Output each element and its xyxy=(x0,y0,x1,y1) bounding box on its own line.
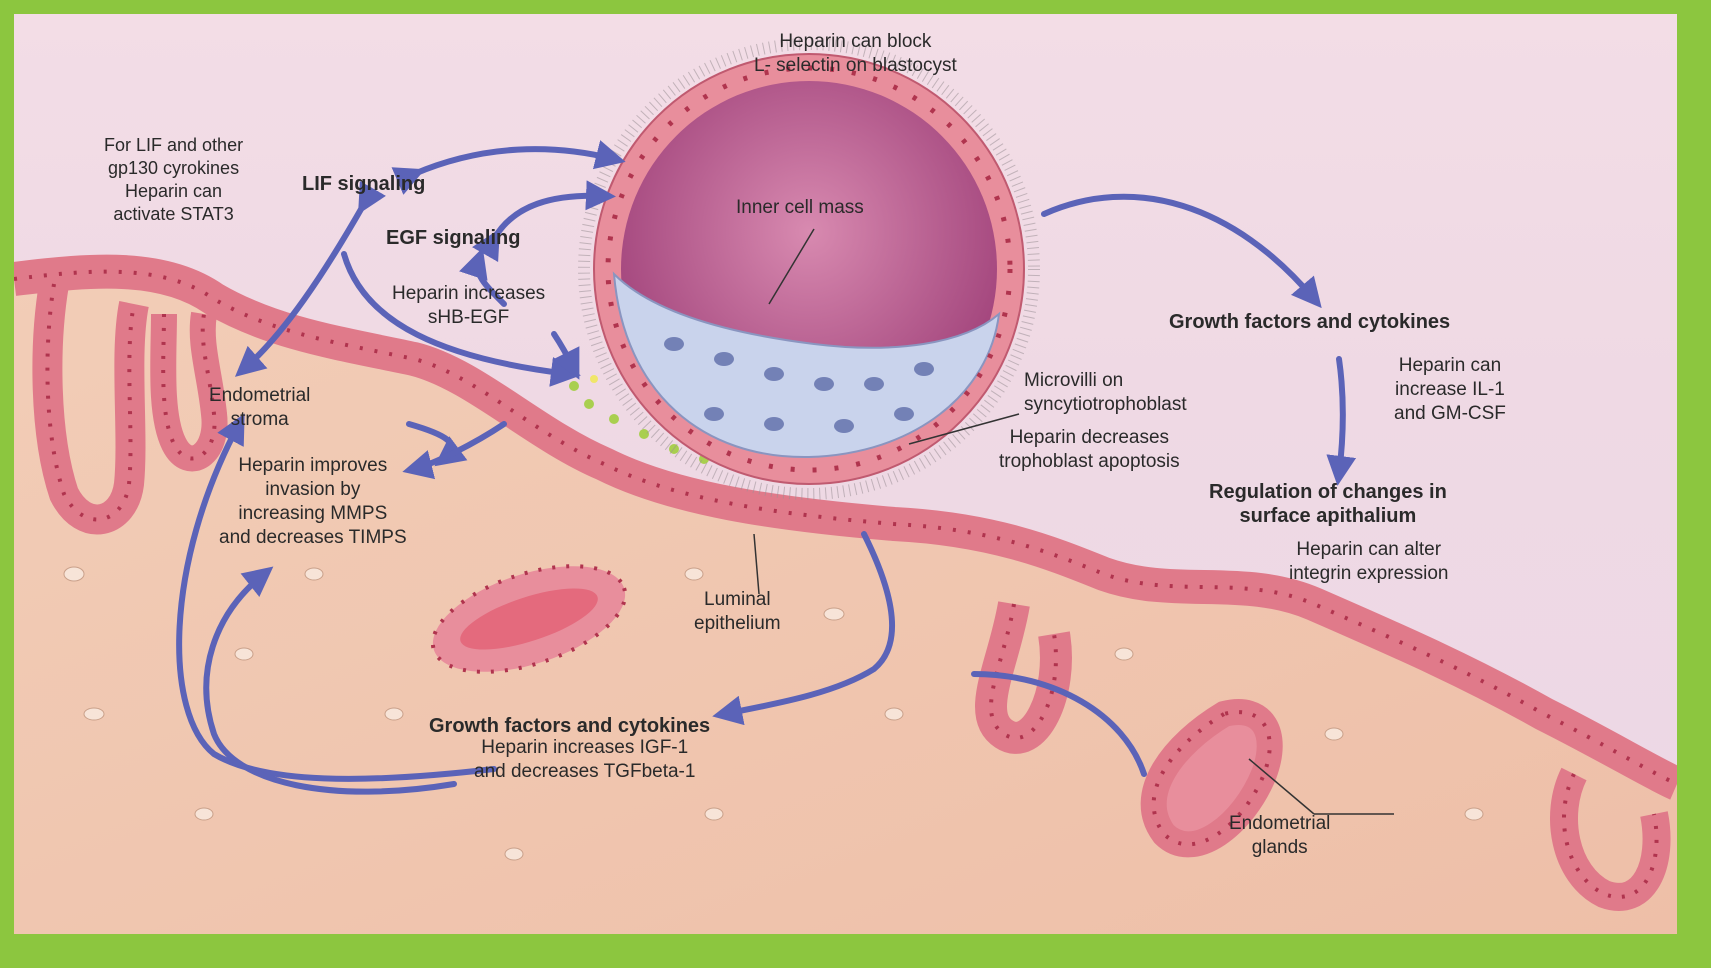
regulation-line-1: Regulation of changes in xyxy=(1209,480,1447,504)
mmps-line-2: invasion by xyxy=(219,478,407,502)
blastocyst xyxy=(584,44,1034,494)
label-integrin: Heparin can alter integrin expression xyxy=(1289,538,1448,586)
lif-cytokines-line-4: activate STAT3 xyxy=(104,203,243,226)
il1-line-2: increase IL-1 xyxy=(1394,378,1506,402)
label-mmps: Heparin improves invasion by increasing … xyxy=(219,454,407,550)
label-growth-factors-right: Growth factors and cytokines xyxy=(1169,310,1450,334)
microvilli-line-1: Microvilli on xyxy=(1024,369,1187,393)
igf-line-1: Heparin increases IGF-1 xyxy=(474,736,695,760)
stroma-line-1: Endometrial xyxy=(209,384,310,408)
mmps-line-3: increasing MMPS xyxy=(219,502,407,526)
luminal-line-2: epithelium xyxy=(694,612,781,636)
label-growth-factors-bottom: Growth factors and cytokines xyxy=(429,714,710,738)
glands-line-2: glands xyxy=(1229,836,1330,860)
diagram-canvas: Heparin can block L- selectin on blastoc… xyxy=(14,14,1677,934)
label-l-selectin: Heparin can block L- selectin on blastoc… xyxy=(754,30,957,78)
l-selectin-line-1: Heparin can block xyxy=(754,30,957,54)
label-il1: Heparin can increase IL-1 and GM-CSF xyxy=(1394,354,1506,426)
mmps-line-4: and decreases TIMPS xyxy=(219,526,407,550)
mmps-line-1: Heparin improves xyxy=(219,454,407,478)
label-microvilli: Microvilli on syncytiotrophoblast xyxy=(1024,369,1187,417)
il1-line-3: and GM-CSF xyxy=(1394,402,1506,426)
label-lif-signaling: LIF signaling xyxy=(302,172,425,196)
label-stroma: Endometrial stroma xyxy=(209,384,310,432)
glands-line-1: Endometrial xyxy=(1229,812,1330,836)
stroma-line-2: stroma xyxy=(209,408,310,432)
l-selectin-line-2: L- selectin on blastocyst xyxy=(754,54,957,78)
label-lif-cytokines: For LIF and other gp130 cyrokines Hepari… xyxy=(104,134,243,226)
label-regulation: Regulation of changes in surface apithal… xyxy=(1209,480,1447,528)
integrin-line-2: integrin expression xyxy=(1289,562,1448,586)
label-apoptosis: Heparin decreases trophoblast apoptosis xyxy=(999,426,1180,474)
label-luminal: Luminal epithelium xyxy=(694,588,781,636)
lif-cytokines-line-1: For LIF and other xyxy=(104,134,243,157)
il1-line-1: Heparin can xyxy=(1394,354,1506,378)
label-inner-cell-mass: Inner cell mass xyxy=(736,196,864,220)
lif-cytokines-line-2: gp130 cyrokines xyxy=(104,157,243,180)
label-hb-egf: Heparin increases sHB-EGF xyxy=(392,282,545,330)
label-glands: Endometrial glands xyxy=(1229,812,1330,860)
label-egf-signaling: EGF signaling xyxy=(386,226,520,250)
luminal-line-1: Luminal xyxy=(694,588,781,612)
microvilli-line-2: syncytiotrophoblast xyxy=(1024,393,1187,417)
igf-line-2: and decreases TGFbeta-1 xyxy=(474,760,695,784)
apoptosis-line-1: Heparin decreases xyxy=(999,426,1180,450)
apoptosis-line-2: trophoblast apoptosis xyxy=(999,450,1180,474)
regulation-line-2: surface apithalium xyxy=(1209,504,1447,528)
integrin-line-1: Heparin can alter xyxy=(1289,538,1448,562)
hb-egf-line-2: sHB-EGF xyxy=(392,306,545,330)
lif-cytokines-line-3: Heparin can xyxy=(104,180,243,203)
hb-egf-line-1: Heparin increases xyxy=(392,282,545,306)
label-igf: Heparin increases IGF-1 and decreases TG… xyxy=(474,736,695,784)
